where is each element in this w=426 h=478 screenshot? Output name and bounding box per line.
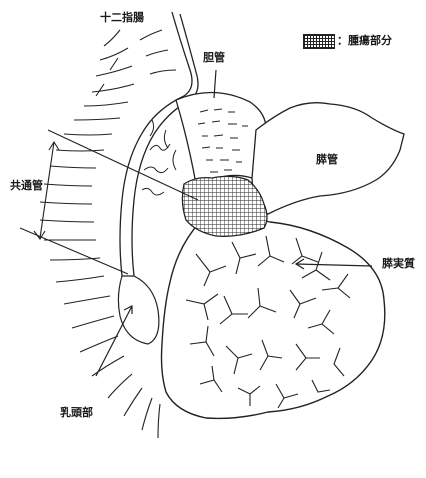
duodenal-villi bbox=[40, 30, 176, 438]
pancreatic-parenchyma bbox=[162, 217, 385, 418]
tumor-legend-swatch bbox=[303, 34, 335, 49]
papilla-label: 乳頭部 bbox=[60, 407, 93, 418]
tumor-legend-label: ：腫瘍部分 bbox=[337, 35, 392, 46]
bile-duct-label: 胆管 bbox=[203, 52, 225, 63]
pancreatic-duct-label: 膵管 bbox=[316, 154, 338, 165]
common-channel-label: 共通管 bbox=[10, 180, 43, 191]
duodenal-mucosa bbox=[142, 120, 176, 195]
tumor-region bbox=[182, 176, 267, 236]
pancreatic-parenchyma-label: 膵実質 bbox=[382, 258, 415, 269]
duodenum-label: 十二指腸 bbox=[100, 12, 144, 23]
